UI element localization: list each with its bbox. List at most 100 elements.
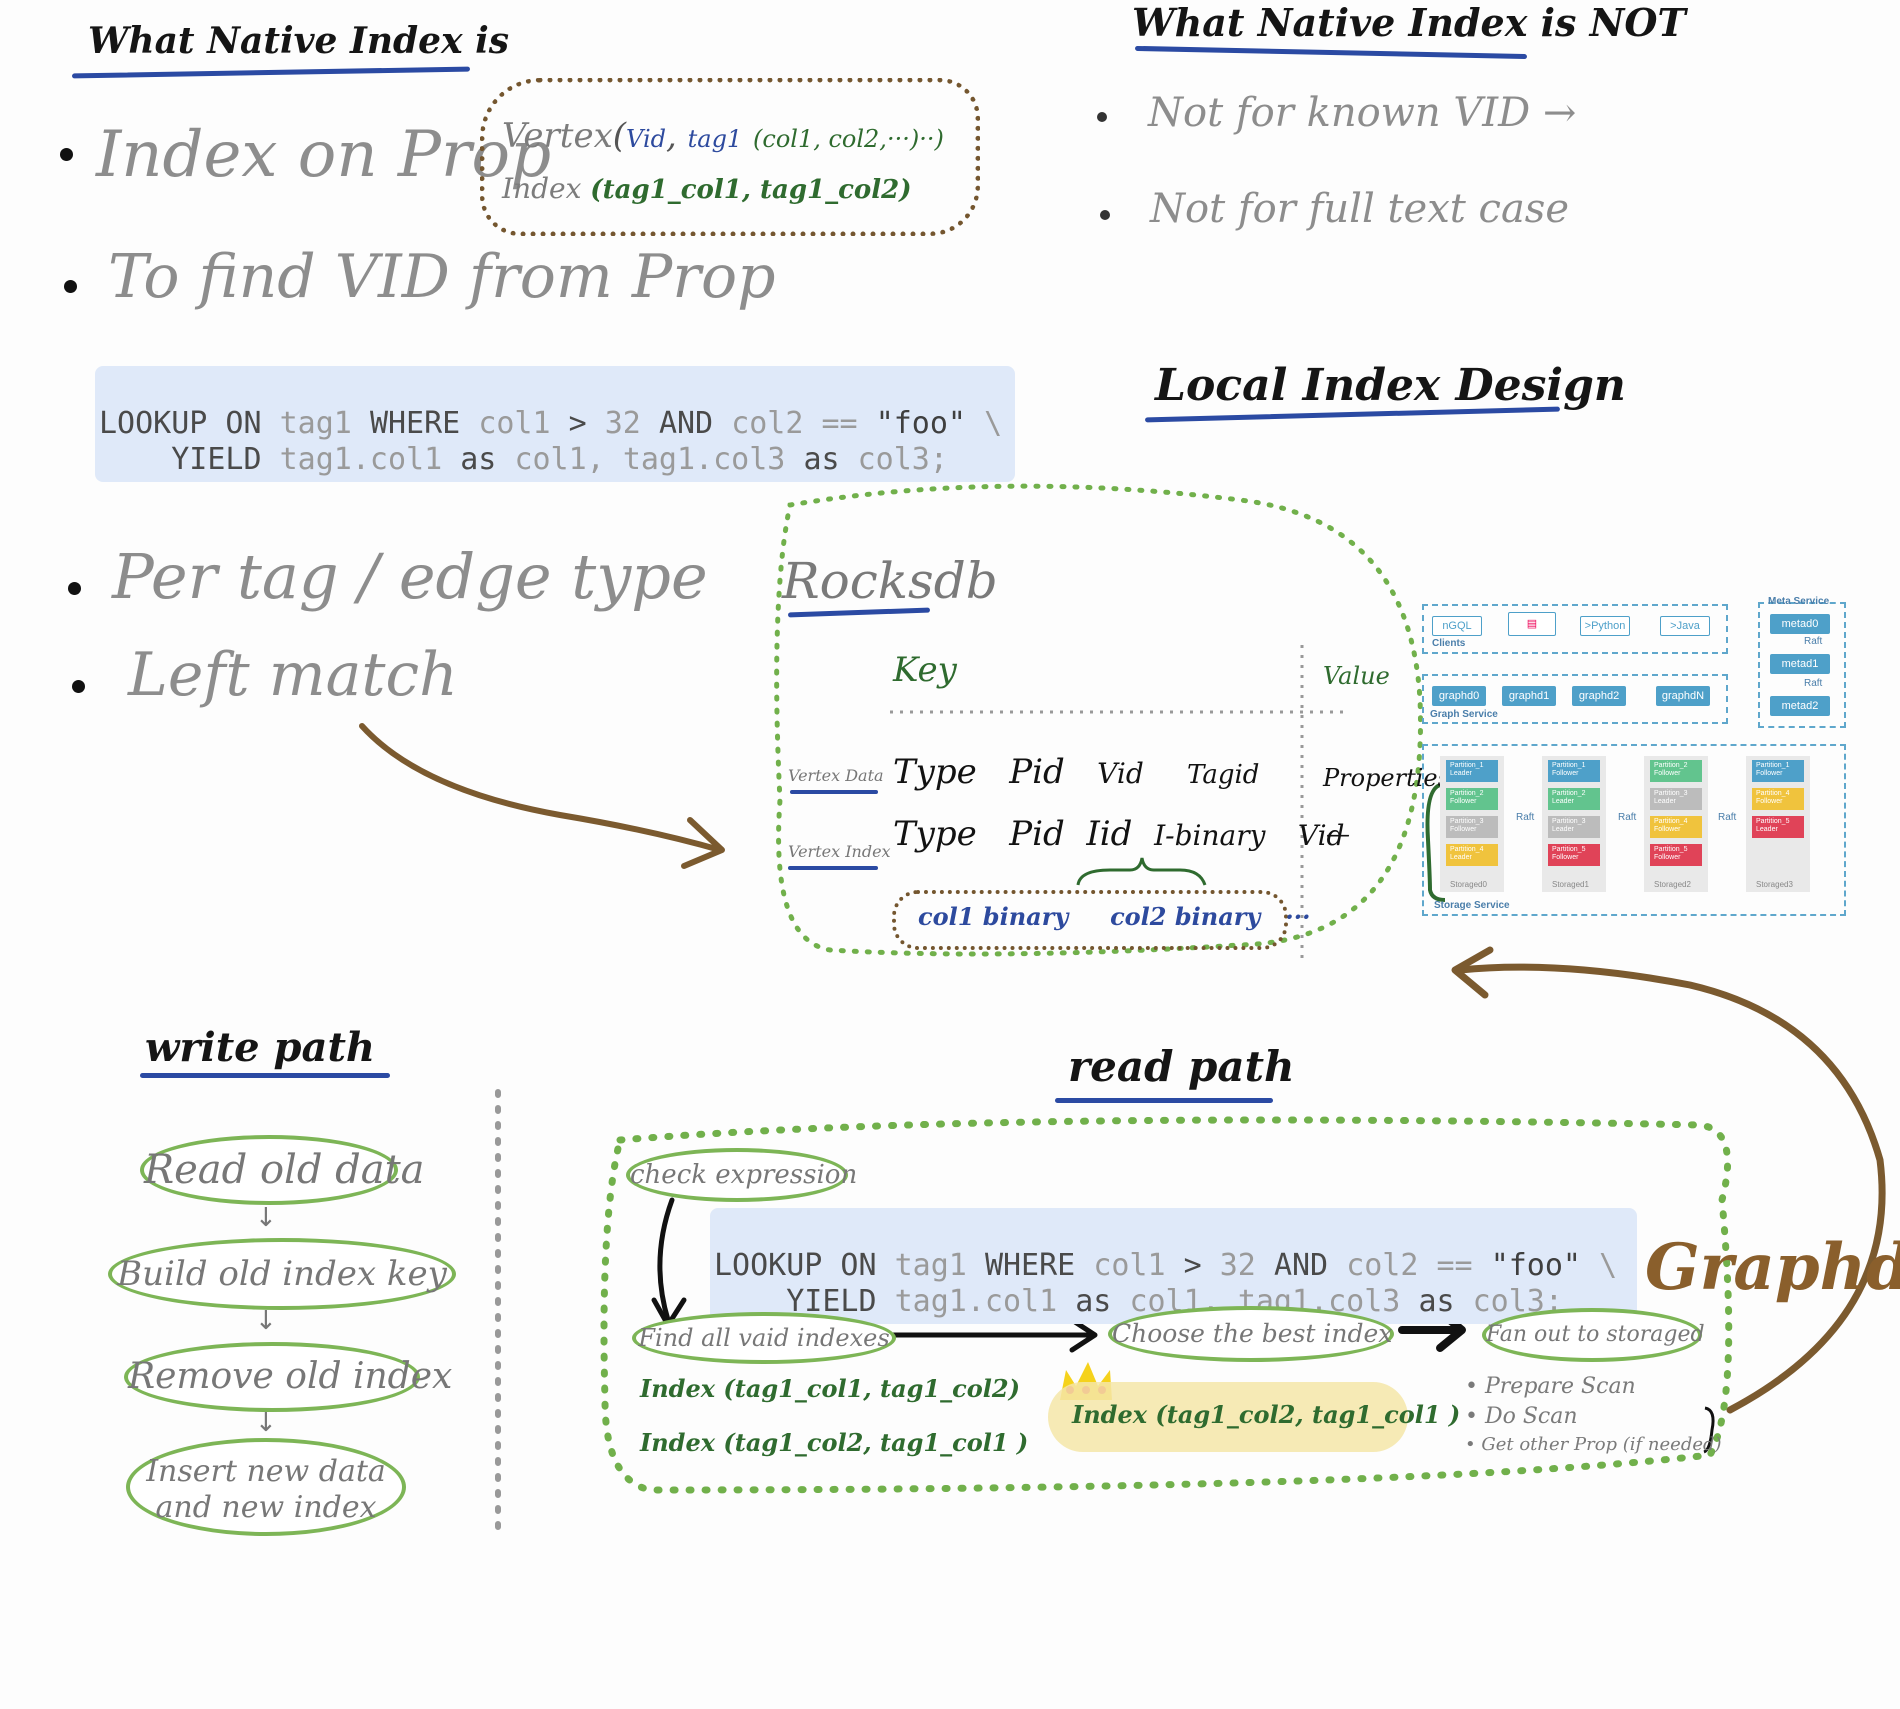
partition: Partition_2 Follower: [1650, 760, 1702, 782]
raft-label: Raft: [1804, 636, 1823, 647]
partition: Partition_1 Leader: [1446, 760, 1498, 782]
meta-service-label: Meta Service: [1768, 596, 1830, 607]
vertex-example-box: [480, 78, 980, 236]
vertex-data-key: Type Pid Vid Tagid: [893, 752, 1259, 792]
key-header: Key: [893, 650, 957, 690]
storage-service-box: [1422, 744, 1846, 916]
code-ident: col3;: [857, 442, 948, 477]
storaged-label: Storaged0: [1450, 880, 1487, 889]
down-arrow-icon: ↓: [255, 1203, 277, 1233]
metad-node: metad0: [1770, 614, 1830, 634]
binary-part: ···: [1285, 902, 1311, 931]
raft-label: Raft: [1618, 812, 1637, 823]
partition: Partition_3 Leader: [1650, 788, 1702, 810]
write-path-underline: [140, 1073, 390, 1078]
write-step-label: Remove old index: [128, 1356, 453, 1397]
graphd-node: graphd1: [1502, 686, 1556, 706]
read-path-title: read path: [1068, 1042, 1295, 1091]
index-cols: (tag1_col1, tag1_col2): [590, 175, 912, 205]
candidate-index-2: Index (tag1_col2, tag1_col1 ): [640, 1428, 1029, 1457]
check-expression-node: check expression: [626, 1148, 857, 1202]
graphd-node: graphdN: [1656, 686, 1710, 706]
code-kw: as: [803, 442, 840, 477]
code-kw: AND: [1273, 1248, 1329, 1283]
architecture-diagram: nGQL ▤ >Python >Java Clients graphd0 gra…: [1420, 596, 1850, 926]
feature-1: Per tag / edge type: [112, 540, 708, 613]
client-python: >Python: [1580, 616, 1630, 636]
graphd-node: graphd0: [1432, 686, 1486, 706]
best-index: Index (tag1_col2, tag1_col1 ): [1072, 1400, 1461, 1429]
code-op: ==: [1436, 1248, 1473, 1283]
vertex-cols: (col1, col2,···)··): [753, 125, 944, 153]
code-op: >: [1183, 1248, 1202, 1283]
code-ident: col1: [1093, 1248, 1166, 1283]
feature-2: Left match: [128, 640, 458, 710]
read-path-underline: [1055, 1098, 1273, 1103]
code-ident: tag1: [894, 1248, 967, 1283]
metad-node: metad1: [1770, 654, 1830, 674]
what-is-bullet-2: To find VID from Prop: [108, 242, 776, 312]
client-label: >Java: [1670, 620, 1700, 632]
code-kw: WHERE: [369, 406, 461, 441]
code-ident: col2: [731, 406, 804, 441]
partition: Partition_2 Follower: [1446, 788, 1498, 810]
code-str: "foo": [875, 406, 966, 441]
storaged-step-2: • Do Scan: [1465, 1404, 1578, 1429]
what-is-title: What Native Index is: [88, 20, 510, 62]
key-field: Pid: [1009, 752, 1065, 792]
key-field: Iid: [1086, 814, 1133, 854]
graph-service-label: Graph Service: [1430, 709, 1498, 720]
code-kw: as: [1075, 1284, 1112, 1319]
vertex-index-value: —: [1326, 820, 1350, 848]
storaged-label: Storaged1: [1552, 880, 1589, 889]
metad-label: metad2: [1781, 700, 1819, 712]
storaged-step-label: Prepare Scan: [1484, 1374, 1636, 1399]
vertex-index-label: Vertex Index: [788, 842, 891, 861]
code-kw: LOOKUP ON: [714, 1248, 877, 1283]
storaged-step-3: • Get other Prop (if needed): [1465, 1434, 1722, 1455]
metad-label: metad0: [1781, 618, 1819, 630]
code-cont: \: [1599, 1248, 1618, 1283]
code-kw: as: [460, 442, 497, 477]
partition: Partition_2 Leader: [1548, 788, 1600, 810]
vertex-index-underline: [788, 866, 878, 870]
binary-part: col2 binary: [1110, 902, 1261, 931]
code-str: "foo": [1490, 1248, 1581, 1283]
code-num: 32: [1219, 1248, 1256, 1283]
code-ident: col1,: [514, 442, 605, 477]
code-cont: \: [984, 406, 1003, 441]
storaged-label: Storaged2: [1654, 880, 1691, 889]
bullet-dot: [1100, 210, 1110, 220]
down-arrow-icon: ↓: [255, 1306, 277, 1336]
partition: Partition_4 Follower: [1752, 788, 1804, 810]
graphd-label: graphd2: [1578, 690, 1620, 702]
bullet-dot: [1097, 112, 1107, 122]
binary-parts-box: [892, 890, 1288, 950]
find-indexes-node: Find all vaid indexes: [632, 1312, 896, 1364]
write-step-2: Build old index key: [108, 1238, 456, 1310]
partition: Partition_1 Follower: [1752, 760, 1804, 782]
vertex-label: Vertex: [502, 116, 613, 156]
code-ident: tag1.col1: [894, 1284, 1058, 1319]
code-ident: tag1.col1: [279, 442, 443, 477]
raft-label: Raft: [1718, 812, 1737, 823]
vertex-tag: tag1: [687, 125, 743, 153]
code-ident: col1: [478, 406, 551, 441]
code-op: >: [568, 406, 587, 441]
bullet-dot: [72, 680, 85, 693]
read-node-label: Fan out to storaged: [1486, 1322, 1705, 1347]
clients-label: Clients: [1432, 638, 1466, 649]
code-ident: tag1.col3: [622, 442, 786, 477]
partition: Partition_3 Leader: [1548, 816, 1600, 838]
clients-box: [1422, 604, 1728, 654]
key-field: Pid: [1009, 814, 1065, 854]
binary-parts: col1 binary col2 binary ···: [918, 902, 1311, 931]
storage-service-label: Storage Service: [1434, 900, 1510, 911]
choose-best-node: Choose the best index: [1108, 1306, 1394, 1362]
partition: Partition_5 Follower: [1650, 844, 1702, 866]
metad-label: metad1: [1781, 658, 1819, 670]
raft-label: Raft: [1804, 678, 1823, 689]
what-not-bullet-2: Not for full text case: [1150, 186, 1570, 232]
binary-part: col1 binary: [918, 902, 1069, 931]
